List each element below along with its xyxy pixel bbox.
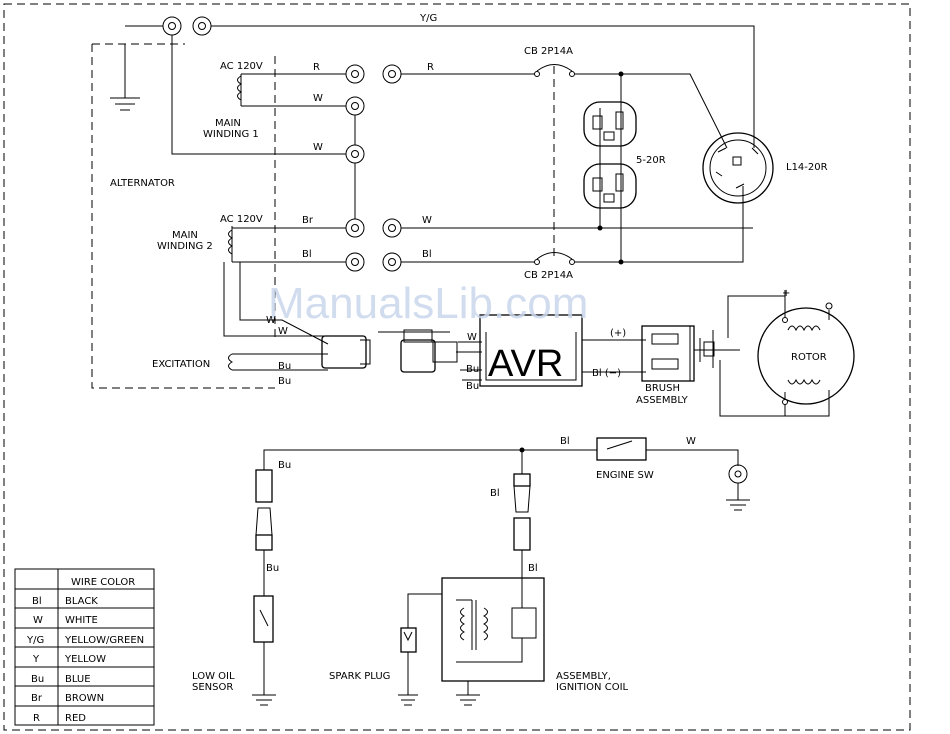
label-sensor: SENSOR <box>192 682 233 693</box>
avr-label: AVR <box>488 343 563 385</box>
receptacle-5-20r-icon <box>583 101 637 209</box>
main-winding-1-coil-icon <box>237 74 243 106</box>
label-bl-ign-1: Bl <box>490 488 500 499</box>
alternator-box <box>91 43 275 389</box>
legend-code: Y <box>32 654 40 665</box>
engine-switch-icon <box>596 437 647 461</box>
legend-color: BLUE <box>65 674 91 685</box>
spark-plug-icon <box>398 627 418 706</box>
legend-code: Bl <box>32 596 42 607</box>
label-engine-sw: ENGINE SW <box>596 470 654 481</box>
label-bu-oil-2: Bu <box>266 563 279 574</box>
legend-color: BROWN <box>65 693 104 704</box>
label-l14-20r: L14-20R <box>786 162 828 173</box>
label-r-2: R <box>427 62 434 73</box>
label-w-bus: W <box>686 436 696 447</box>
label-spark-plug: SPARK PLUG <box>329 671 390 682</box>
label-excitation: EXCITATION <box>152 359 210 370</box>
label-ac-120v-1: AC 120V <box>220 61 263 72</box>
label-r-1: R <box>313 62 320 73</box>
label-assembly: ASSEMBLY, <box>556 671 611 682</box>
label-plus: + <box>782 288 790 299</box>
circuit-breaker-top-icon <box>534 64 575 77</box>
ignition-coil-icon <box>441 577 545 682</box>
label-main-winding-1b: WINDING 1 <box>203 129 259 140</box>
label-5-20r: 5-20R <box>636 155 666 166</box>
legend-color: BLACK <box>65 596 98 607</box>
label-positive: (+) <box>610 328 626 339</box>
legend-code: R <box>33 713 40 724</box>
watermark: ManualsLib.com <box>268 279 588 328</box>
receptacle-l14-20r-icon <box>702 132 774 204</box>
diagram-border <box>3 3 911 731</box>
label-bl-1: Bl <box>302 249 312 260</box>
excitation-coil-icon <box>228 353 234 371</box>
avr-module <box>479 314 583 387</box>
label-w-avr: W <box>467 332 477 343</box>
label-w-exc-2: W <box>278 326 288 337</box>
legend-code: Br <box>31 693 43 704</box>
label-negative: Bl (−) <box>592 368 621 379</box>
label-rotor: ROTOR <box>791 352 827 363</box>
label-cb-top: CB 2P14A <box>524 46 573 57</box>
legend-header: WIRE COLOR <box>71 577 135 588</box>
legend-code: Y/G <box>26 635 44 646</box>
label-main-winding-2a: MAIN <box>172 230 198 241</box>
ground-icon <box>110 44 140 111</box>
label-bl-bus: Bl <box>560 436 570 447</box>
wire-color-legend: WIRE COLOR Bl BLACK W WHITE Y/G YELLOW/G… <box>14 568 155 726</box>
label-low-oil: LOW OIL <box>192 671 235 682</box>
legend-color: YELLOW <box>64 654 106 665</box>
legend-color: YELLOW/GREEN <box>64 635 144 646</box>
legend-code: W <box>33 615 43 626</box>
label-ac-120v-2: AC 120V <box>220 214 263 225</box>
low-oil-sensor-icon <box>253 595 274 643</box>
brush-assembly-icon <box>641 325 695 382</box>
label-yg: Y/G <box>419 13 437 24</box>
main-winding-2-coil-icon <box>228 226 234 262</box>
legend-code: Bu <box>31 674 44 685</box>
label-bu-avr-1: Bu <box>466 364 479 375</box>
label-cb-bottom: CB 2P14A <box>524 270 573 281</box>
label-bu-avr-2: Bu <box>466 381 479 392</box>
label-w-exc-1: W <box>266 315 276 326</box>
label-brush-assembly: ASSEMBLY <box>636 395 689 406</box>
label-w-3: W <box>422 215 432 226</box>
label-bu-exc-1: Bu <box>278 361 291 372</box>
label-bl-ign-2: Bl <box>528 563 538 574</box>
rotor-icon <box>757 302 855 405</box>
label-alternator: ALTERNATOR <box>110 178 175 189</box>
label-w-1: W <box>313 93 323 104</box>
label-ignition-coil: IGNITION COIL <box>556 682 629 693</box>
label-w-2: W <box>313 142 323 153</box>
label-bu-oil-1: Bu <box>278 460 291 471</box>
label-main-winding-1a: MAIN <box>215 118 241 129</box>
connector-icon <box>321 329 458 373</box>
label-br: Br <box>302 215 314 226</box>
label-bl-2: Bl <box>422 249 432 260</box>
legend-color: RED <box>65 713 86 724</box>
label-brush: BRUSH <box>645 383 680 394</box>
legend-color: WHITE <box>65 615 98 626</box>
label-main-winding-2b: WINDING 2 <box>157 241 213 252</box>
label-bu-exc-2: Bu <box>278 376 291 387</box>
engine-switch-ground-icon <box>726 464 750 511</box>
